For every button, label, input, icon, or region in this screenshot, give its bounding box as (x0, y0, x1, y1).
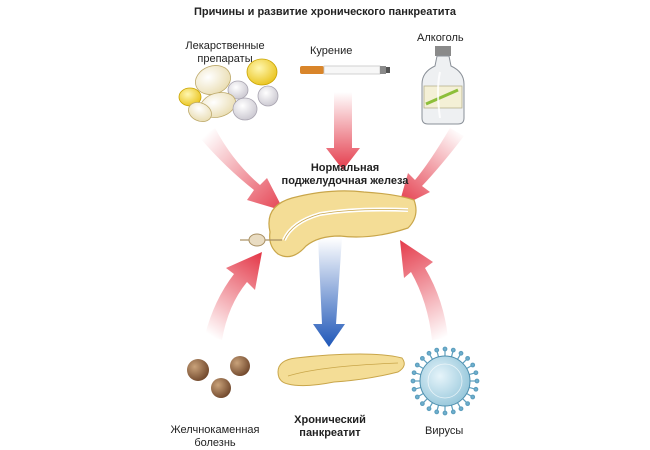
gallstones-label-line2: болезнь (194, 437, 236, 449)
gallstones-label: Желчнокаменная болезнь (160, 424, 270, 450)
drugs-label: Лекарственные препараты (170, 40, 280, 66)
bottle-icon (421, 46, 465, 125)
drugs-label-line2: препараты (197, 53, 253, 65)
normal-pancreas-label: Нормальная поджелудочная железа (260, 162, 430, 188)
smoking-label: Курение (310, 45, 353, 57)
normal-pancreas-icon (240, 190, 417, 258)
alcohol-label: Алкоголь (417, 32, 464, 44)
gallstones-label-line1: Желчнокаменная (170, 424, 260, 436)
gallstones-icon (187, 356, 250, 398)
page-title: Причины и развитие хронического панкреат… (194, 6, 456, 18)
arrow-alcohol (398, 128, 464, 208)
arrow-result (313, 238, 345, 347)
pills-icon (178, 58, 279, 123)
viruses-label: Вирусы (425, 425, 464, 437)
normal-pancreas-line2: поджелудочная железа (281, 175, 409, 187)
chronic-pancreas-line2: панкреатит (299, 427, 361, 439)
chronic-pancreas-icon (277, 353, 405, 387)
arrow-gallstones (205, 252, 262, 340)
normal-pancreas-line1: Нормальная (310, 162, 380, 174)
chronic-pancreas-line1: Хронический (294, 414, 366, 426)
drugs-label-line1: Лекарственные (185, 40, 265, 52)
arrow-drugs (200, 128, 284, 211)
virus-icon (410, 346, 480, 416)
chronic-pancreas-label: Хронический панкреатит (280, 414, 380, 440)
arrow-smoking (326, 92, 360, 170)
arrow-viruses (400, 240, 448, 340)
cigarette-icon (300, 65, 390, 75)
